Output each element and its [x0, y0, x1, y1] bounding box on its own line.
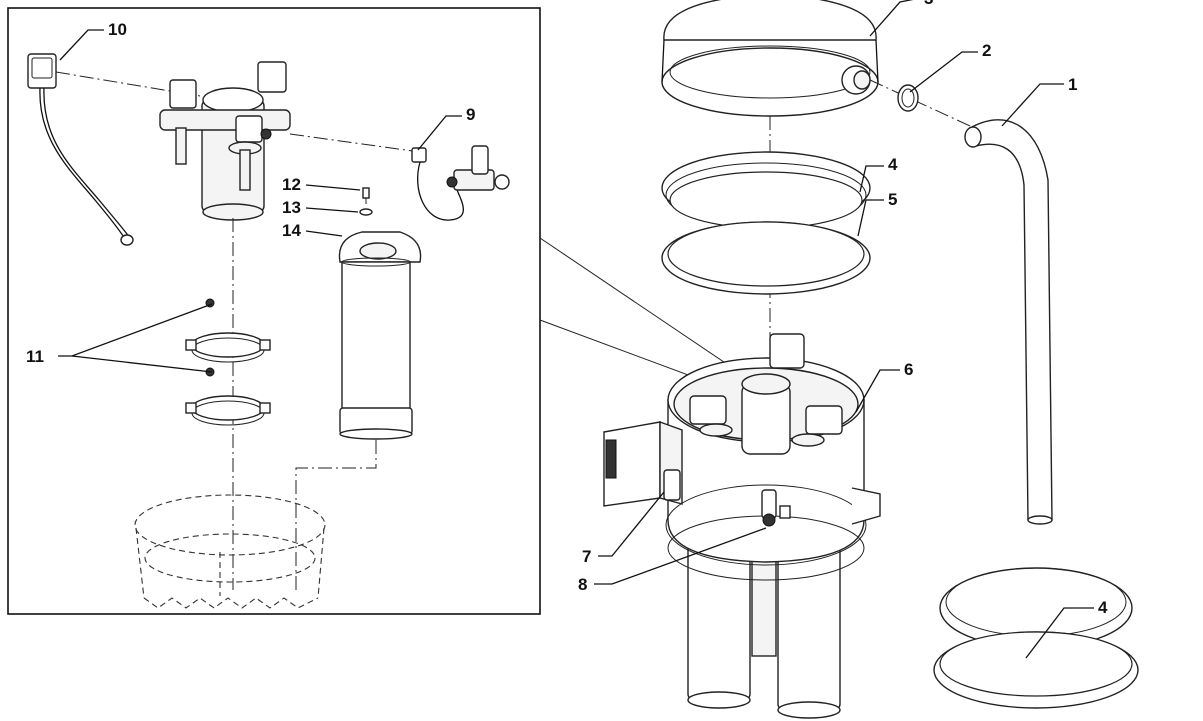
filter-cartridge-part-14	[338, 231, 422, 440]
seal-ring-part-4-lower	[933, 567, 1139, 709]
controller-box-part-7	[603, 421, 683, 507]
phantom-housing-bowl	[134, 494, 326, 609]
callout-4-lower: 4	[1098, 598, 1108, 617]
clamp-lower-part-11	[185, 367, 271, 426]
callout-3: 3	[924, 0, 933, 8]
callout-8: 8	[578, 575, 587, 594]
housing-part-6	[665, 333, 881, 719]
callout-2: 2	[982, 41, 991, 60]
callout-6: 6	[904, 360, 913, 379]
inset-leader-top	[539, 237, 759, 386]
callout-4-upper: 4	[888, 155, 898, 174]
callout-12: 12	[282, 175, 301, 194]
callout-9: 9	[466, 105, 475, 124]
callout-1: 1	[1068, 75, 1077, 94]
callout-11: 11	[26, 347, 44, 366]
manifold-unit	[159, 61, 291, 221]
callout-14: 14	[282, 221, 301, 240]
seal-ring-part-4-upper	[661, 151, 871, 229]
sensor-cable-part-10	[27, 53, 134, 246]
callout-7: 7	[582, 547, 591, 566]
callout-5: 5	[888, 190, 897, 209]
washer-part-13	[359, 208, 373, 216]
callout-10: 10	[108, 20, 127, 39]
axis-line-hose-port	[869, 79, 971, 127]
gasket-part-5	[661, 221, 871, 295]
hose-clamp-part-2	[897, 84, 919, 112]
hose-part-1	[964, 119, 1053, 525]
pressure-switch-part-9	[289, 133, 510, 221]
screw-part-12	[362, 187, 370, 204]
cover-part-3	[661, 0, 879, 117]
clamp-upper-part-11	[185, 298, 271, 363]
valve-part-8	[761, 489, 791, 527]
axis-line-filter	[295, 440, 377, 590]
detail-inset-frame	[7, 7, 541, 615]
callout-13: 13	[282, 198, 301, 217]
callout-leaders	[58, 0, 1094, 659]
